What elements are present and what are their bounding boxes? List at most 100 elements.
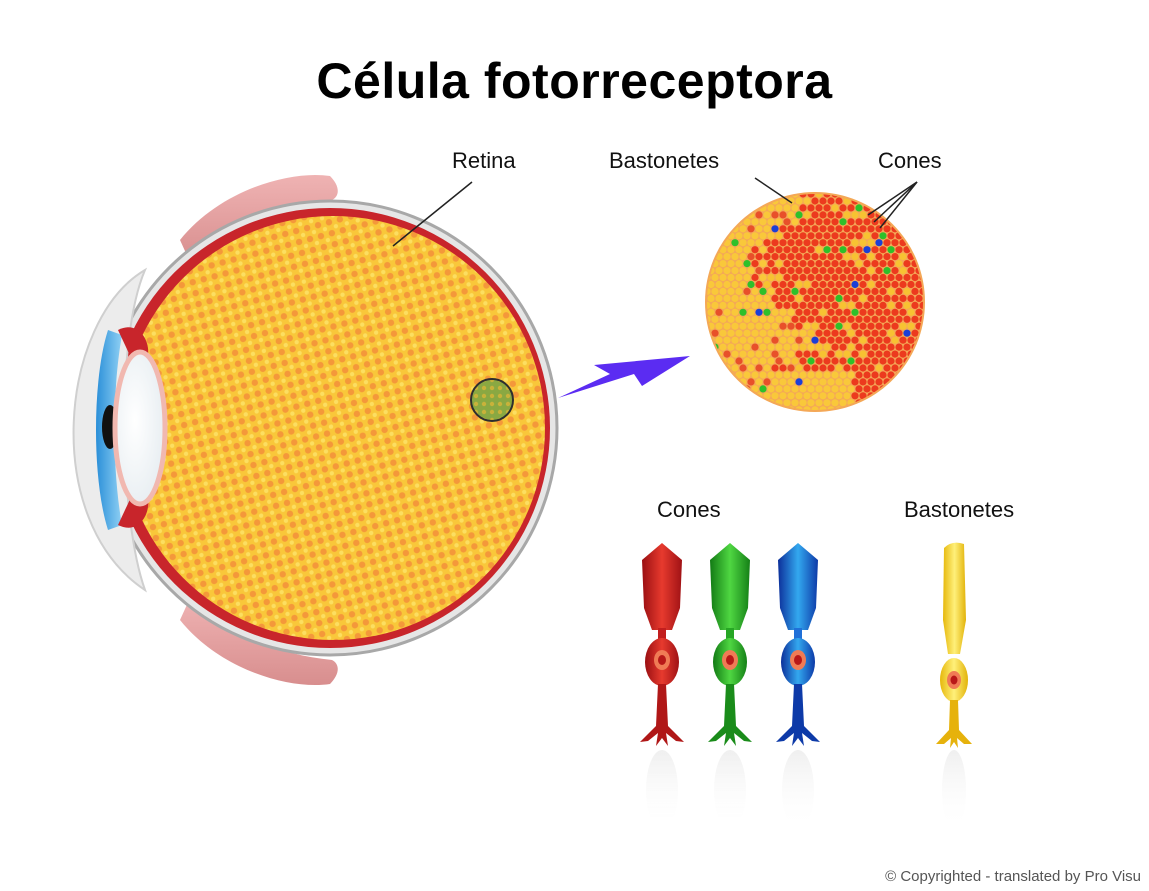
mosaic-cell — [831, 371, 839, 379]
lower-muscle — [180, 598, 338, 686]
mosaic-cell — [731, 253, 739, 261]
rods-pointer-line — [754, 177, 793, 204]
mosaic-cell — [839, 329, 847, 337]
mosaic-cell — [803, 364, 811, 372]
mosaic-cell — [867, 378, 875, 386]
mosaic-cell — [895, 287, 903, 295]
mosaic-cell — [807, 273, 815, 282]
mosaic-cell — [827, 225, 835, 233]
mosaic-cell — [755, 211, 763, 219]
mosaic-cell — [767, 301, 775, 309]
mosaic-cell — [831, 343, 839, 351]
mosaic-cell — [739, 322, 747, 330]
mosaic-cell — [863, 329, 871, 337]
mosaic-cell — [763, 253, 771, 261]
mosaic-cell — [747, 225, 755, 233]
mosaic-cell — [899, 253, 907, 261]
mosaic-cell — [839, 218, 847, 226]
mosaic-cell — [775, 218, 783, 226]
mosaic-cell — [711, 287, 719, 295]
mosaic-cell — [887, 232, 895, 240]
mosaic-cell — [827, 308, 835, 316]
mosaic-cell — [775, 329, 783, 337]
mosaic-cell — [831, 218, 839, 226]
mosaic-cell — [815, 232, 823, 240]
mosaic-cell — [807, 399, 815, 407]
mosaic-cell — [831, 399, 839, 407]
mosaic-cell — [823, 301, 831, 309]
mosaic-cell — [871, 273, 879, 282]
mosaic-cell — [835, 378, 843, 386]
mosaic-cell — [875, 322, 883, 330]
mosaic-cell — [883, 294, 891, 302]
mosaic-cell — [891, 253, 899, 261]
mosaic-cell — [795, 336, 803, 344]
mosaic-cell — [783, 385, 791, 393]
mosaic-cell — [831, 357, 839, 365]
mosaic-cell — [839, 273, 847, 282]
mosaic-cell — [799, 194, 807, 198]
mosaic-cell — [751, 218, 759, 226]
mosaic-cell — [851, 294, 859, 302]
mosaic-cell — [903, 315, 911, 323]
mosaic-cell — [775, 260, 783, 268]
mosaic-cell — [871, 232, 879, 240]
mosaic-cell — [911, 273, 919, 282]
mosaic-cell — [803, 197, 811, 205]
mosaic-cell — [859, 225, 867, 233]
mosaic-cell — [783, 301, 791, 309]
mosaic-cell — [835, 294, 843, 302]
mosaic-cell — [843, 211, 851, 219]
mosaic-cell — [815, 194, 823, 198]
mosaic-cell — [819, 392, 827, 400]
mosaic-cell — [811, 280, 819, 289]
mosaic-cell — [775, 232, 783, 240]
mosaic-cell — [827, 267, 835, 275]
mosaic-cell — [871, 246, 879, 254]
mosaic-cell — [887, 329, 895, 337]
mosaic-cell — [751, 273, 759, 282]
mosaic-cell — [855, 260, 863, 268]
mosaic-cell — [759, 343, 767, 351]
mosaic-cell — [891, 308, 899, 316]
eye-cross-section — [72, 174, 559, 686]
mosaic-cell — [759, 260, 767, 268]
mosaic-cell — [791, 329, 799, 337]
mosaic-cell — [779, 211, 787, 219]
mosaic-cell — [847, 246, 855, 254]
mosaic-cell — [815, 246, 823, 254]
mosaic-cell — [735, 357, 743, 365]
mosaic-cell — [735, 287, 743, 295]
mosaic-cell — [859, 378, 867, 386]
mosaic-cell — [787, 308, 795, 316]
mosaic-cell — [815, 301, 823, 309]
mosaic-cell — [747, 294, 755, 302]
mosaic-cell — [807, 204, 815, 212]
mosaic-cell — [739, 280, 747, 289]
mosaic-cell — [795, 392, 803, 400]
mosaic-cell — [919, 315, 923, 323]
mosaic-cell — [895, 315, 903, 323]
mosaic-cell — [795, 253, 803, 261]
mosaic-cell — [807, 218, 815, 226]
mosaic-cell — [707, 280, 715, 289]
mosaic-cell — [759, 315, 767, 323]
mosaic-cell — [875, 350, 883, 358]
mosaic-cell — [735, 232, 743, 240]
mosaic-cell — [763, 392, 771, 400]
cones-pointer-line-2 — [873, 181, 918, 223]
mosaic-cell — [903, 329, 911, 337]
mosaic-cell — [811, 378, 819, 386]
mosaic-cell — [799, 399, 807, 407]
mosaic-cell — [739, 308, 747, 316]
mosaic-cell — [791, 260, 799, 268]
mosaic-cell — [767, 357, 775, 365]
mosaic-cell — [779, 308, 787, 316]
mosaic-cell — [847, 315, 855, 323]
mosaic-cell — [723, 267, 731, 275]
mosaic-cell — [787, 336, 795, 344]
mosaic-cell — [839, 399, 847, 407]
mosaic-cell — [755, 294, 763, 302]
mosaic-cell — [719, 315, 727, 323]
